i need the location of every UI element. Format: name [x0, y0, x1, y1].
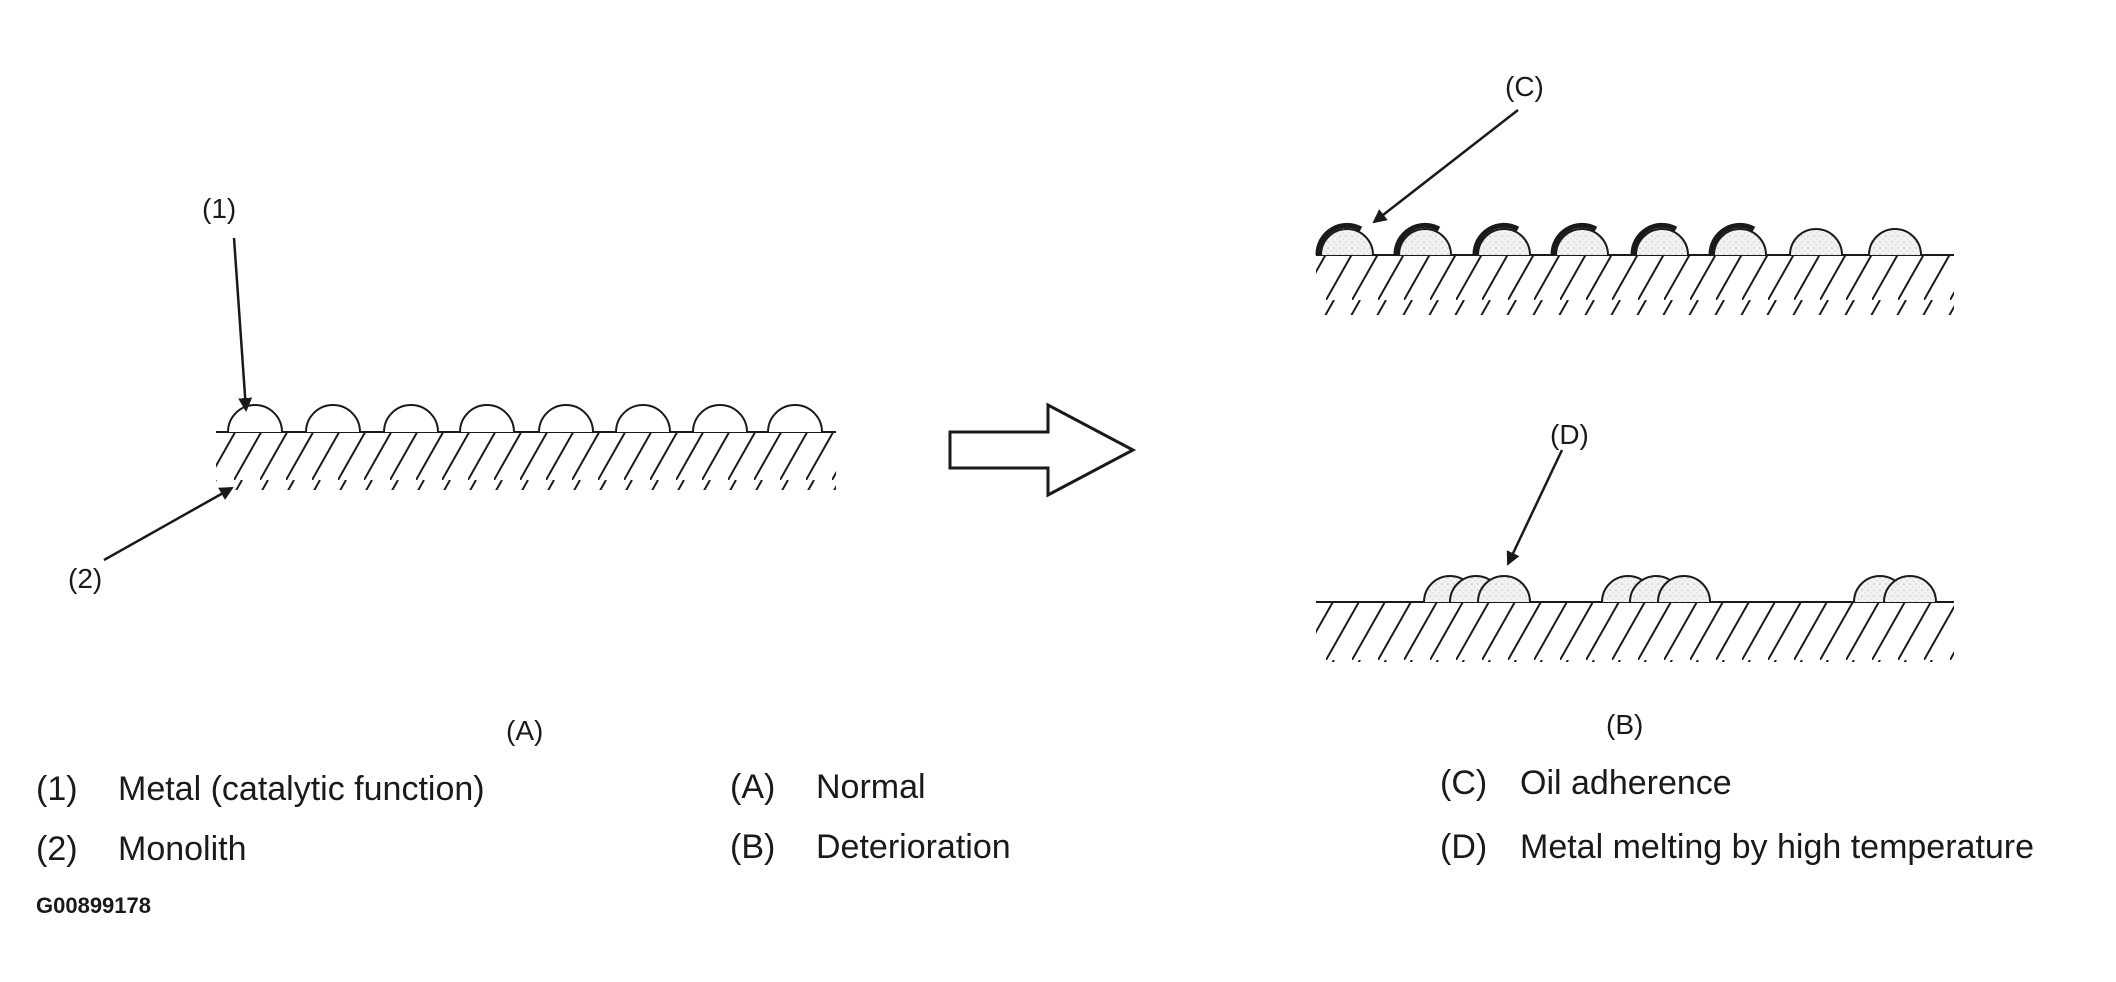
oil-film — [1630, 222, 1678, 256]
legend-text-a: Normal — [816, 768, 926, 806]
legend-text-d: Metal melting by high temperature — [1520, 828, 2035, 866]
legend-item-c: (C) Oil adherence — [1440, 764, 1732, 803]
label-2: (2) — [68, 563, 102, 594]
legend-item-a: (A) Normal — [730, 768, 926, 807]
metal-particle — [1868, 228, 1922, 256]
oil-film — [1708, 222, 1756, 256]
leader-arrow-1 — [232, 237, 253, 412]
monolith-substrate-c — [1316, 255, 1954, 315]
legend-key-b: (B) — [730, 828, 776, 866]
metal-particle — [1477, 228, 1531, 256]
metal-particles-c — [1315, 222, 1922, 256]
legend-item-1: (1) Metal (catalytic function) — [36, 770, 485, 809]
label-d: (D) — [1550, 419, 1589, 450]
metal-particle — [1789, 228, 1843, 256]
oil-film — [1315, 222, 1363, 256]
legend-key-1: (1) — [36, 770, 78, 808]
label-c: (C) — [1505, 71, 1544, 102]
metal-particle — [767, 404, 823, 433]
label-1: (1) — [202, 193, 236, 224]
transition-arrow — [948, 402, 1137, 498]
metal-particle — [459, 404, 515, 433]
metal-particle — [227, 404, 283, 433]
metal-particle — [615, 404, 671, 433]
metal-particle — [1398, 228, 1452, 256]
melted-metal-particle — [1883, 575, 1937, 603]
leader-arrow-d — [1506, 449, 1564, 566]
oil-film — [1550, 222, 1598, 256]
metal-particles-a — [227, 404, 823, 433]
figure-code: G00899178 — [36, 893, 151, 918]
metal-particle — [383, 404, 439, 433]
metal-particle — [692, 404, 748, 433]
melted-metal-particle — [1477, 575, 1531, 603]
legend-key-2: (2) — [36, 830, 78, 868]
metal-particle — [305, 404, 361, 433]
oil-film — [1472, 222, 1520, 256]
metal-particle — [1555, 228, 1609, 256]
legend-item-2: (2) Monolith — [36, 830, 247, 869]
label-a: (A) — [506, 715, 543, 746]
oil-film — [1393, 222, 1441, 256]
metal-particle — [1713, 228, 1767, 256]
legend-key-d: (D) — [1440, 828, 1488, 866]
leader-arrow-c — [1372, 109, 1519, 224]
normal-state-group: (1) (2) (A) — [68, 193, 836, 746]
metal-particle — [538, 404, 594, 433]
legend-item-b: (B) Deterioration — [730, 828, 1011, 867]
leader-arrow-2 — [103, 486, 234, 562]
legend-text-c: Oil adherence — [1520, 764, 1732, 802]
legend-item-d: (D) Metal melting by high temperature — [1440, 828, 2034, 867]
metal-particle — [1320, 228, 1374, 256]
legend-text-1: Metal (catalytic function) — [118, 770, 485, 808]
melted-metal-particle — [1657, 575, 1711, 603]
legend-key-c: (C) — [1440, 764, 1488, 802]
metal-melting-group: (D) (B) — [1316, 419, 1954, 740]
label-b: (B) — [1606, 709, 1643, 740]
legend-text-b: Deterioration — [816, 828, 1011, 866]
melted-metal-clusters — [1423, 575, 1937, 603]
legend-text-2: Monolith — [118, 830, 247, 868]
legend-key-a: (A) — [730, 768, 776, 806]
monolith-substrate-d — [1316, 602, 1954, 662]
monolith-substrate-a — [216, 432, 836, 490]
metal-particle — [1635, 228, 1689, 256]
oil-adherence-group: (C) — [1315, 71, 1954, 315]
